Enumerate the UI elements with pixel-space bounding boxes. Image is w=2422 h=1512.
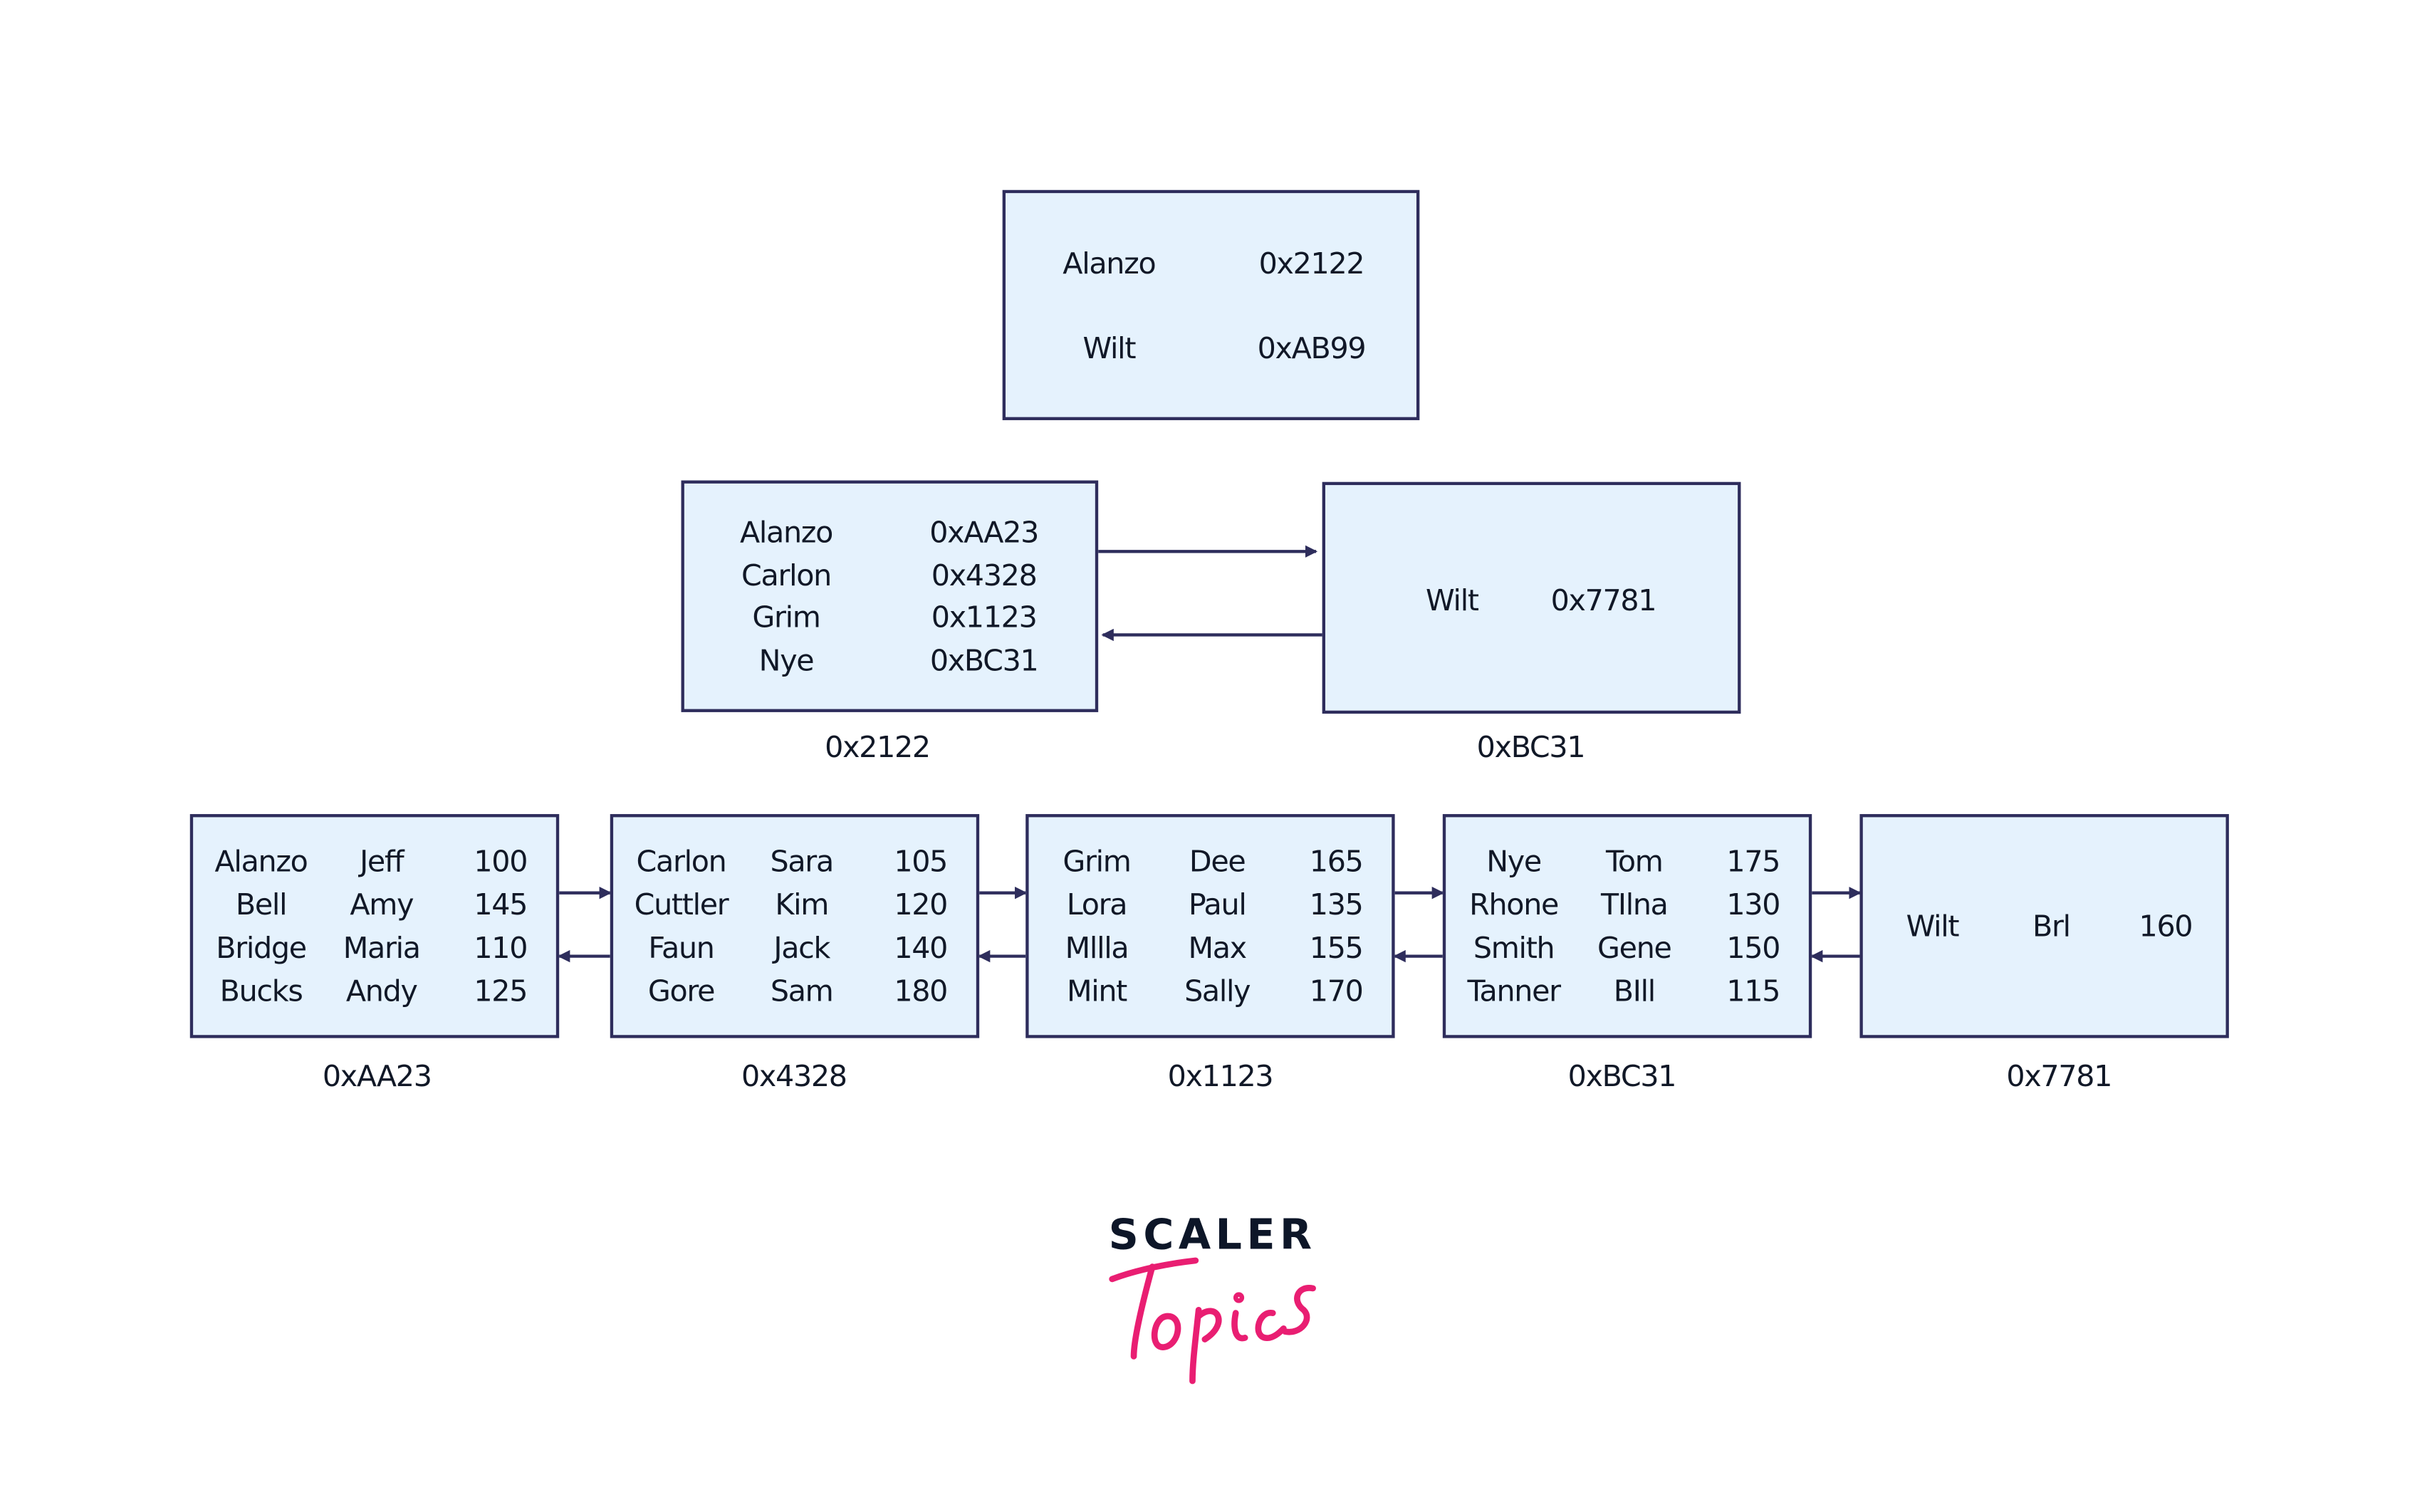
logo-topics-script	[1109, 1257, 1316, 1385]
leaf-value: Sally	[1184, 974, 1251, 1009]
leaf-key: Rhone	[1469, 888, 1559, 922]
leaf-key: Alanzo	[214, 845, 308, 880]
node-address: 0xBC31	[1567, 1059, 1677, 1094]
node-address: 0x7781	[2006, 1059, 2112, 1094]
leaf-node: Wilt Brl 160	[1859, 814, 2229, 1038]
leaf-key: Nye	[1486, 845, 1542, 880]
leaf-number: 180	[894, 974, 948, 1009]
leaf-value: Max	[1188, 931, 1248, 966]
leaf-number: 130	[1726, 888, 1780, 922]
node-address: 0x1123	[1167, 1059, 1274, 1094]
leaf-number: 135	[1309, 888, 1364, 922]
leaf-number: 145	[474, 888, 528, 922]
leaf-value: Jack	[773, 931, 830, 966]
leaf-value: BIll	[1613, 974, 1656, 1009]
leaf-value: Brl	[2032, 909, 2071, 944]
leaf-number: 155	[1309, 931, 1364, 966]
leaf-key: Carlon	[636, 845, 727, 880]
root-key: Alanzo	[1063, 247, 1156, 281]
leaf-key: Lora	[1066, 888, 1128, 922]
leaf-key: Bridge	[216, 931, 307, 966]
leaf-value: Dee	[1189, 845, 1246, 880]
internal-key: Carlon	[741, 559, 832, 593]
internal-pointer: 0x1123	[931, 600, 1038, 635]
leaf-number: 150	[1726, 931, 1780, 966]
leaf-key: Gore	[647, 974, 716, 1009]
leaf-key: Bucks	[219, 974, 303, 1009]
internal-pointer: 0xBC31	[929, 644, 1039, 679]
node-address: 0xAA23	[322, 1059, 432, 1094]
leaf-value: Maria	[343, 931, 421, 966]
node-address: 0x2122	[825, 730, 931, 765]
leaf-number: 105	[894, 845, 948, 880]
internal-pointer: 0x7781	[1550, 583, 1657, 618]
leaf-key: Wilt	[1906, 909, 1960, 944]
leaf-value: Paul	[1188, 888, 1247, 922]
internal-key: Wilt	[1426, 583, 1479, 618]
root-key: Wilt	[1082, 332, 1136, 367]
leaf-value: Jeff	[360, 845, 404, 880]
leaf-value: Amy	[350, 888, 414, 922]
leaf-number: 165	[1309, 845, 1364, 880]
leaf-number: 140	[894, 931, 948, 966]
internal-key: Alanzo	[739, 516, 833, 551]
leaf-value: Gene	[1597, 931, 1672, 966]
leaf-key: Faun	[648, 931, 715, 966]
leaf-value: Andy	[345, 974, 418, 1009]
root-pointer: 0x2122	[1258, 247, 1365, 281]
internal-pointer: 0x4328	[931, 559, 1038, 593]
node-address: 0xBC31	[1476, 730, 1586, 765]
internal-key: Grim	[752, 600, 821, 635]
leaf-value: Kim	[775, 888, 829, 922]
leaf-number: 115	[1726, 974, 1780, 1009]
leaf-key: Mint	[1066, 974, 1127, 1009]
leaf-number: 125	[474, 974, 528, 1009]
leaf-key: Grim	[1063, 845, 1132, 880]
node-address: 0x4328	[741, 1059, 847, 1094]
internal-node: Wilt 0x7781	[1322, 481, 1741, 714]
leaf-value: Sam	[770, 974, 834, 1009]
leaf-number: 100	[474, 845, 528, 880]
leaf-number: 110	[474, 931, 528, 966]
leaf-value: Tom	[1605, 845, 1664, 880]
leaf-number: 120	[894, 888, 948, 922]
internal-key: Nye	[758, 644, 815, 679]
leaf-key: Smith	[1473, 931, 1555, 966]
leaf-value: Sara	[770, 845, 835, 880]
leaf-key: Cuttler	[634, 888, 729, 922]
internal-pointer: 0xAA23	[929, 516, 1039, 551]
leaf-value: TIlna	[1600, 888, 1669, 922]
leaf-number: 170	[1309, 974, 1364, 1009]
leaf-number: 160	[2139, 909, 2193, 944]
leaf-key: Tanner	[1467, 974, 1561, 1009]
leaf-number: 175	[1726, 845, 1780, 880]
leaf-key: Mllla	[1065, 931, 1129, 966]
logo-scaler-text: SCALER	[1108, 1211, 1317, 1260]
leaf-key: Bell	[235, 888, 288, 922]
root-pointer: 0xAB99	[1257, 332, 1367, 367]
